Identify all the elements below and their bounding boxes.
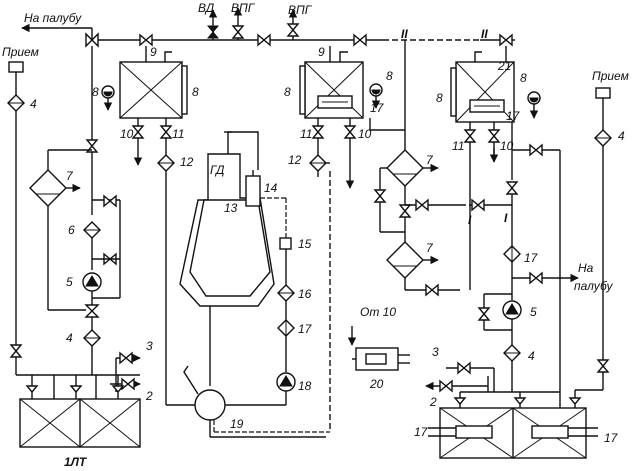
num-10-a: 10 — [120, 127, 134, 141]
num-10-c: 10 — [500, 139, 514, 153]
num-4-left: 4 — [30, 97, 37, 111]
vpg-branch-2 — [286, 9, 300, 40]
right-purifier-column — [477, 245, 579, 392]
mid-purifier-pair — [373, 130, 512, 297]
num-8-a: 8 — [92, 85, 99, 99]
num-14: 14 — [264, 181, 278, 195]
tank-21-right — [450, 46, 560, 290]
pump-19 — [183, 365, 330, 438]
left-outlets-3-2 — [110, 351, 141, 392]
vpg-branch-1 — [231, 7, 245, 40]
to-deck-outlet-top — [21, 23, 93, 40]
label-roman-1b: I — [504, 211, 508, 225]
num-15: 15 — [298, 237, 312, 251]
tank-9-left — [101, 46, 195, 406]
vd-branch — [206, 9, 220, 40]
label-vpg-1: ВПГ — [231, 1, 256, 15]
num-8-d: 8 — [386, 69, 393, 83]
num-21: 21 — [497, 59, 511, 73]
num-4-right-b: 4 — [528, 349, 535, 363]
num-8-f: 8 — [520, 71, 527, 85]
num-20: 20 — [369, 377, 384, 391]
label-tank-1lt: 1ЛТ — [64, 455, 88, 469]
left-intake — [7, 61, 140, 376]
num-11-b: 11 — [300, 127, 312, 141]
left-purifier-loop — [29, 46, 121, 375]
label-from-10: От 10 — [360, 305, 396, 319]
num-4-left-b: 4 — [66, 331, 73, 345]
num-5-right: 5 — [530, 305, 537, 319]
label-intake-right: Прием — [592, 69, 629, 83]
num-18: 18 — [298, 379, 312, 393]
num-12-b: 12 — [288, 153, 302, 167]
num-17-tank-a: 17 — [414, 425, 429, 439]
num-10-b: 10 — [358, 127, 372, 141]
num-17-b: 17 — [370, 101, 385, 115]
label-vd: ВД — [198, 1, 215, 15]
num-8-b: 8 — [192, 85, 199, 99]
label-intake-left: Прием — [2, 45, 39, 59]
num-4-right: 4 — [618, 129, 625, 143]
header-valves — [85, 32, 513, 48]
num-17-c: 17 — [506, 109, 521, 123]
label-to-deck-right-2: палубу — [574, 279, 614, 293]
num-16: 16 — [298, 287, 312, 301]
num-3-left: 3 — [146, 339, 153, 353]
engine-cooling-line — [225, 237, 296, 406]
num-17-right: 17 — [524, 251, 539, 265]
label-to-deck-top: На палубу — [24, 11, 82, 25]
num-8-c: 8 — [284, 85, 291, 99]
num-8-e: 8 — [436, 91, 443, 105]
tank-right — [428, 389, 603, 459]
label-main-engine: ГД — [210, 163, 225, 177]
device-20 — [347, 326, 410, 371]
label-section-2b: II — [481, 27, 488, 41]
right-outlets-3-2 — [425, 361, 495, 393]
tank-1lt — [19, 375, 141, 448]
num-13: 13 — [224, 201, 238, 215]
num-5-left: 5 — [66, 275, 73, 289]
num-12-a: 12 — [180, 155, 194, 169]
num-17-tank-b: 17 — [604, 431, 619, 445]
label-to-deck-right-1: На — [578, 261, 594, 275]
num-9-a: 9 — [150, 45, 157, 59]
num-6: 6 — [68, 223, 75, 237]
tank-9-mid — [299, 40, 406, 432]
num-9-b: 9 — [318, 45, 325, 59]
num-7-left: 7 — [66, 169, 74, 183]
label-vpg-2: ВПГ — [288, 3, 313, 17]
right-intake — [559, 87, 612, 392]
label-section-2: II — [401, 27, 408, 41]
main-engine — [179, 131, 287, 386]
num-7-mid-a: 7 — [426, 153, 434, 167]
num-3-right: 3 — [432, 345, 439, 359]
num-17-mid: 17 — [298, 322, 313, 336]
num-19: 19 — [230, 417, 244, 431]
num-2-left: 2 — [145, 389, 153, 403]
num-11-c: 11 — [452, 139, 464, 153]
num-2-right: 2 — [429, 395, 437, 409]
num-7-mid-b: 7 — [426, 241, 434, 255]
num-11-a: 11 — [172, 127, 184, 141]
